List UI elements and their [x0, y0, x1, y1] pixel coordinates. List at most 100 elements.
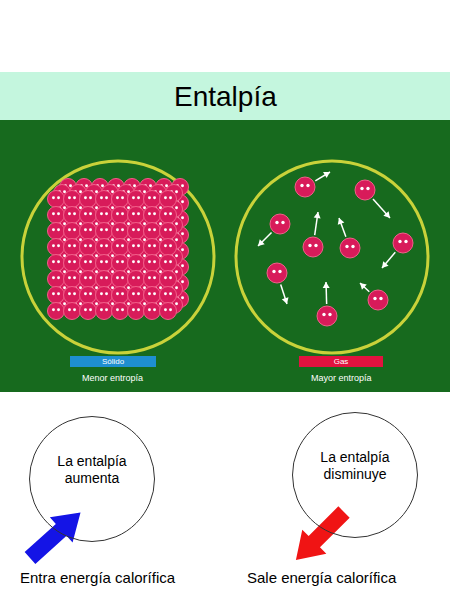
motion-arrow-head: [338, 218, 345, 225]
particle-eye: [169, 308, 172, 311]
particle-eye: [84, 276, 87, 279]
particle-eye: [89, 244, 92, 247]
particle-eye: [84, 260, 87, 263]
particle: [368, 290, 388, 310]
particle: [160, 239, 177, 256]
particle: [128, 271, 145, 288]
particle-eye: [148, 196, 151, 199]
particle-eye: [73, 292, 76, 295]
particle-eye: [137, 276, 140, 279]
particle: [128, 191, 145, 208]
particle-eye: [132, 212, 135, 215]
motion-arrow-head: [314, 212, 321, 218]
particle-eye: [164, 244, 167, 247]
particle-eye: [52, 244, 55, 247]
particle: [64, 239, 81, 256]
particle-eye: [175, 238, 178, 241]
particle-eye: [181, 264, 184, 267]
particle-eye: [153, 212, 156, 215]
particle-eye: [164, 196, 167, 199]
particle-eye: [175, 286, 178, 289]
particle: [64, 271, 81, 288]
particle-eye: [105, 228, 108, 231]
particle: [128, 239, 145, 256]
green-panel: [0, 120, 450, 392]
particle-eye: [89, 196, 92, 199]
particle: [48, 191, 65, 208]
heat-label: Sale energía calorífica: [247, 569, 396, 586]
particle: [160, 303, 177, 320]
particle: [112, 191, 129, 208]
particle-eye: [328, 313, 331, 316]
motion-arrow-head: [382, 261, 389, 268]
particle: [295, 177, 315, 197]
particle-eye: [68, 276, 71, 279]
particle-eye: [148, 244, 151, 247]
particle: [128, 303, 145, 320]
particle: [144, 255, 161, 272]
particle-eye: [137, 308, 140, 311]
heat-out-arrow: [284, 500, 356, 572]
particle-eye: [89, 212, 92, 215]
particle-eye: [169, 244, 172, 247]
particle-eye: [52, 276, 55, 279]
particle: [144, 239, 161, 256]
entropy-label: Menor entropía: [82, 373, 143, 383]
particle-eye: [169, 292, 172, 295]
particle: [160, 191, 177, 208]
particle-eye: [153, 292, 156, 295]
gas-circle: [236, 161, 428, 353]
node-text: La entalpía disminuye: [307, 449, 403, 484]
particle: [64, 255, 81, 272]
particle: [96, 239, 113, 256]
heat-in-arrow: [19, 500, 92, 571]
particle-eye: [281, 221, 284, 224]
particle-eye: [73, 276, 76, 279]
particle-eye: [272, 270, 275, 273]
particle: [112, 239, 129, 256]
particle-eye: [73, 244, 76, 247]
particle-eye: [275, 221, 278, 224]
particle-eye: [116, 308, 119, 311]
particle: [96, 287, 113, 304]
particle-eye: [57, 276, 60, 279]
particle-eye: [100, 196, 103, 199]
particle-eye: [404, 240, 407, 243]
particle-eye: [68, 212, 71, 215]
particle-eye: [351, 245, 354, 248]
particle-eye: [89, 276, 92, 279]
particle-eye: [52, 260, 55, 263]
particle-eye: [366, 187, 369, 190]
particle: [80, 303, 97, 320]
particle-eye: [169, 228, 172, 231]
particle-eye: [116, 196, 119, 199]
motion-arrow-head: [383, 211, 390, 218]
particle: [112, 207, 129, 224]
particle-eye: [68, 308, 71, 311]
particle-eye: [300, 184, 303, 187]
particle: [112, 271, 129, 288]
particle-eye: [84, 308, 87, 311]
particle-eye: [148, 212, 151, 215]
particle-eye: [181, 232, 184, 235]
particle-eye: [105, 292, 108, 295]
particle-eye: [57, 244, 60, 247]
particle: [144, 287, 161, 304]
particle: [64, 207, 81, 224]
particle-eye: [100, 228, 103, 231]
particle-eye: [132, 228, 135, 231]
particle: [48, 271, 65, 288]
particle-eye: [100, 276, 103, 279]
particle: [160, 255, 177, 272]
particle-eye: [121, 292, 124, 295]
particle-eye: [68, 292, 71, 295]
particle-eye: [148, 292, 151, 295]
particle-eye: [181, 248, 184, 251]
particle-eye: [57, 292, 60, 295]
motion-arrow-head: [282, 297, 289, 304]
particle-eye: [164, 212, 167, 215]
particle: [144, 303, 161, 320]
particle-eye: [73, 260, 76, 263]
particle: [112, 223, 129, 240]
particle: [64, 191, 81, 208]
